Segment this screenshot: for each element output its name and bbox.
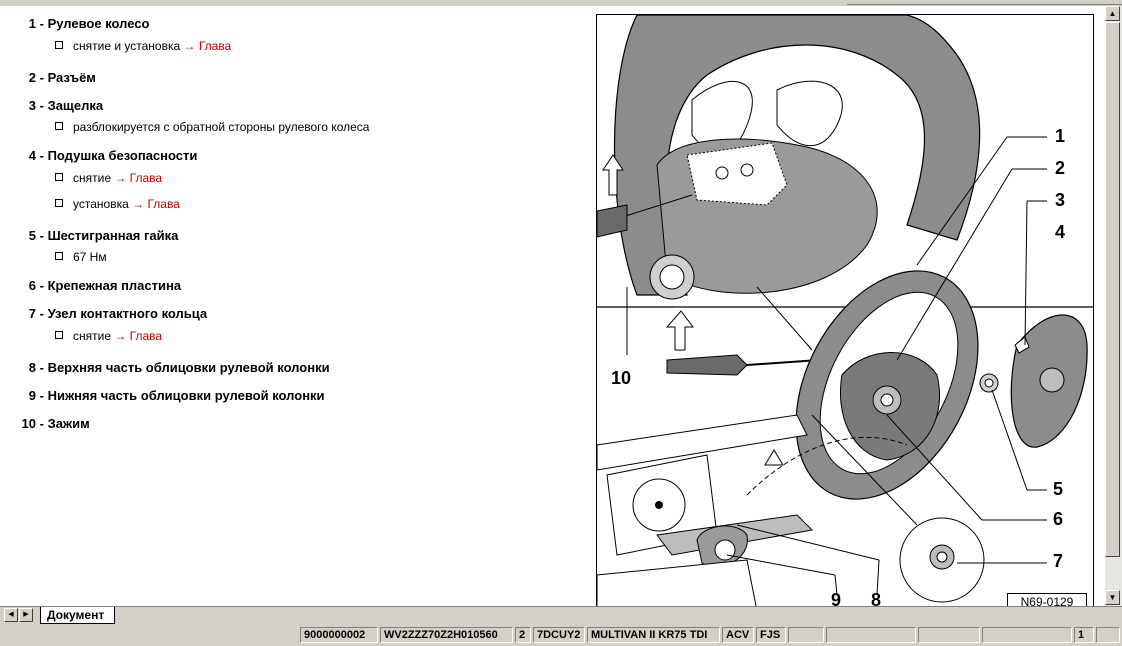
inset-latch-detail [686,142,788,206]
scroll-thumb[interactable] [1105,22,1120,557]
status-cell [826,627,916,643]
top-toolbar-strip [0,0,1122,6]
callout-8: 8 [871,590,882,606]
airbag-logo [1039,367,1065,393]
dashboard-outline [596,414,808,471]
screwdriver-shaft [746,359,820,366]
scroll-up-button[interactable]: ▲ [1105,6,1120,21]
column-shroud-lower [596,559,757,606]
list-item: 10 - Зажим [21,416,90,431]
status-cell: ACV [722,627,754,643]
document-view: 1 - Рулевое колесо снятие и установка → … [0,6,1105,606]
callout-7: 7 [1053,551,1064,571]
callout-2: 2 [1055,158,1066,178]
item-title: Защелка [47,98,104,113]
tab-document[interactable]: Документ [40,607,116,624]
callout-6: 6 [1053,509,1064,529]
item-title: Зажим [47,416,90,431]
status-cell: 9000000002 [300,627,378,643]
tab-next-button[interactable]: ▶ [19,608,33,622]
callout-3: 3 [1055,190,1066,210]
item-title: Крепежная пластина [47,278,182,293]
screwdriver-handle [666,354,748,376]
list-item: 7 - Узел контактного кольца [28,306,208,321]
status-cell [918,627,980,643]
item-title: Рулевое колесо [47,16,150,31]
chapter-link[interactable]: → Глава [114,329,163,343]
inset-wheel-opening [776,80,843,147]
status-cell: FJS [756,627,786,643]
list-item: 9 - Нижняя часть облицовки рулевой колон… [28,388,325,403]
sub-item: разблокируется с обратной стороны рулево… [55,120,369,134]
callout-1: 1 [1055,126,1066,146]
status-cell: MULTIVAN II KR75 TDI [587,627,720,643]
item-title: Узел контактного кольца [47,306,208,321]
scroll-down-button[interactable]: ▼ [1105,590,1120,605]
item-title: Верхняя часть облицовки рулевой колонки [47,360,330,375]
chapter-link[interactable]: → Глава [132,197,180,211]
square-bullet-icon [55,199,63,207]
callout-10: 10 [611,368,632,388]
list-item: 5 - Шестигранная гайка [28,228,179,243]
list-item: 8 - Верхняя часть облицовки рулевой коло… [28,360,330,375]
list-item: 1 - Рулевое колесо [28,16,150,31]
square-bullet-icon [55,331,63,339]
arrow-up-icon [602,154,624,196]
vertical-scrollbar[interactable]: ▲ ▼ [1105,6,1122,606]
square-bullet-icon [55,173,63,181]
status-cell: 2 [515,627,531,643]
status-cell [982,627,1072,643]
status-cell [788,627,824,643]
callout-5: 5 [1053,479,1064,499]
sub-item: 67 Нм [55,250,107,264]
status-page-cell: 1 [1074,627,1094,643]
status-cell [1096,627,1120,643]
sheet-tab-bar: ◀ ▶ Документ [0,606,1122,625]
square-bullet-icon [55,41,63,49]
list-item: 4 - Подушка безопасности [28,148,198,163]
chapter-link[interactable]: → Глава [183,39,232,53]
tab-prev-button[interactable]: ◀ [4,608,18,622]
steering-wheel-diagram: 1 2 3 4 5 6 7 8 9 10 N69-0129 [596,14,1094,606]
list-item: 3 - Защелка [28,98,104,113]
item-title: Подушка безопасности [47,148,198,163]
status-cell: WV2ZZZ70Z2H010560 [380,627,513,643]
diagram-drawing [596,14,1093,606]
hazard-icon [764,449,784,466]
figure-id: N69-0129 [1007,593,1087,606]
sub-item: снятие → Глава [55,171,162,185]
item-title: Шестигранная гайка [47,228,179,243]
callout-4: 4 [1055,222,1066,242]
list-item: 2 - Разъём [28,70,96,85]
callout-9: 9 [831,590,842,606]
chapter-link[interactable]: → Глава [114,171,163,185]
status-cell: 7DCUY2 [533,627,585,643]
sub-item: снятие → Глава [55,329,162,343]
list-item: 6 - Крепежная пластина [28,278,182,293]
inset-wheel-rim [613,14,981,296]
item-title: Разъём [47,70,96,85]
status-bar: 9000000002 WV2ZZZ70Z2H010560 2 7DCUY2 MU… [0,625,1122,646]
arrow-up-icon [665,310,694,351]
sub-item: установка → Глава [55,197,180,211]
sub-item: снятие и установка → Глава [55,39,231,53]
top-toolbar-field [847,0,1122,5]
square-bullet-icon [55,252,63,260]
item-title: Нижняя часть облицовки рулевой колонки [47,388,325,403]
inset-screwdriver-handle [596,204,628,238]
square-bullet-icon [55,122,63,130]
